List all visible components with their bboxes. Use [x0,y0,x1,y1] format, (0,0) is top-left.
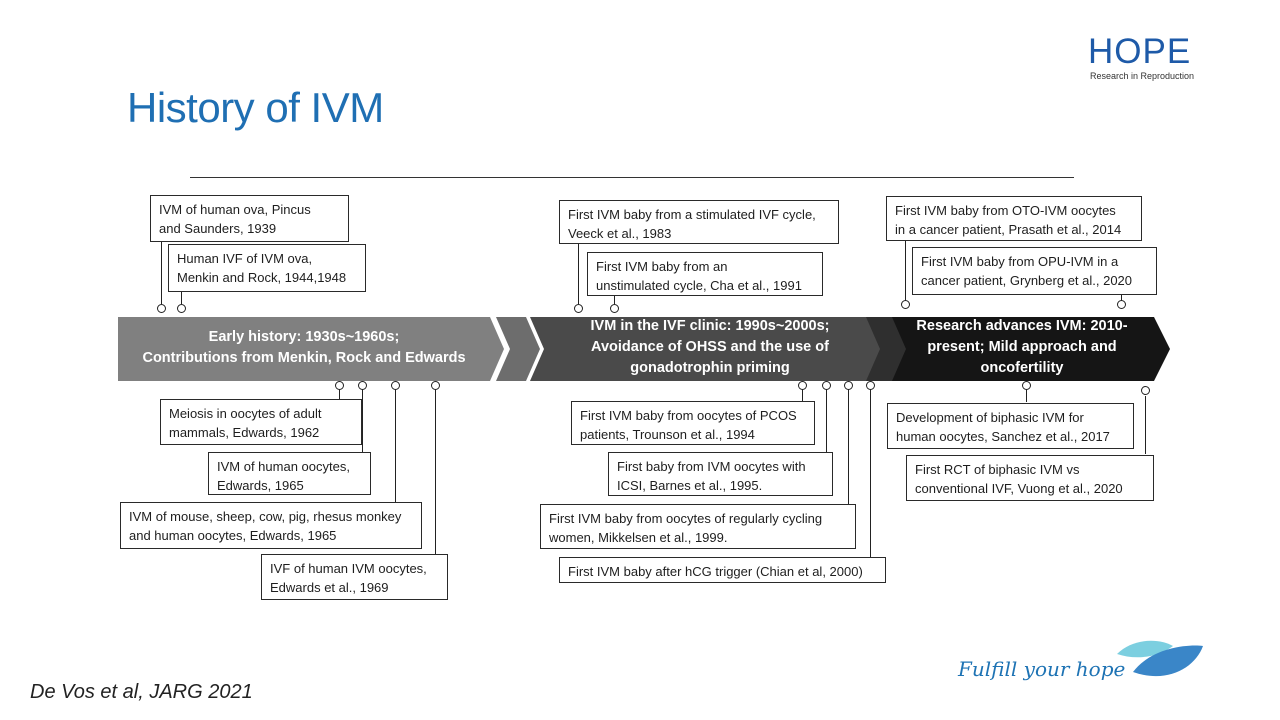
connector-line [395,389,396,502]
event-box-edwards-1962: Meiosis in oocytes of adult mammals, Edw… [160,399,362,445]
event-marker [1141,386,1150,395]
connector-line [826,389,827,452]
connector-line [1121,295,1122,304]
stage-chevron-clinic [530,317,890,381]
connector-line [614,296,615,304]
timeline-stage-banner [118,317,1170,381]
hope-logo: HOPE Research in Reproduction [1088,33,1203,83]
connector-line [1145,396,1146,454]
slide-title: History of IVM [127,84,384,131]
slogan-text: Fulfill your hope [958,657,1126,681]
event-marker [901,300,910,309]
event-box-trounson-1994: First IVM baby from oocytes of PCOS pati… [571,401,815,445]
event-marker [1117,300,1126,309]
stage-chevron-research [892,317,1170,381]
event-box-cha-1991: First IVM baby from an unstimulated cycl… [587,252,823,296]
event-marker [335,381,344,390]
logo-wordmark: HOPE [1088,32,1192,71]
leaf-dark-icon [1133,645,1203,677]
connector-line [802,389,803,401]
event-box-prasath-2014: First IVM baby from OTO-IVM oocytes in a… [886,196,1142,241]
event-marker [358,381,367,390]
stage-label-early: Early history: 1930s~1960s; Contribution… [142,329,466,366]
event-marker [866,381,875,390]
event-box-edwards-1965-human: IVM of human oocytes, Edwards, 1965 [208,452,371,495]
event-marker [177,304,186,313]
connector-line [339,389,340,399]
citation-text: De Vos et al, JARG 2021 [30,681,253,703]
event-marker [157,304,166,313]
event-marker [391,381,400,390]
connector-line [905,241,906,304]
top-divider-line [190,177,1074,178]
event-box-pincus-1939: IVM of human ova, Pincus and Saunders, 1… [150,195,349,242]
event-box-edwards-1965-species: IVM of mouse, sheep, cow, pig, rhesus mo… [120,502,422,549]
event-box-veeck-1983: First IVM baby from a stimulated IVF cyc… [559,200,839,244]
stage-chevron-early [118,317,504,381]
stage-label-clinic: IVM in the IVF clinic: 1990s~2000s; Avoi… [590,318,830,376]
event-marker [574,304,583,313]
event-box-sanchez-2017: Development of biphasic IVM for human oo… [887,403,1134,449]
connector-line [848,389,849,504]
event-box-mikkelsen-1999: First IVM baby from oocytes of regularly… [540,504,856,549]
stage-label-research: Research advances IVM: 2010- present; Mi… [916,318,1128,376]
event-box-edwards-1969: IVF of human IVM oocytes, Edwards et al.… [261,554,448,600]
connector-line [362,389,363,452]
event-box-grynberg-2020: First IVM baby from OPU-IVM in a cancer … [912,247,1157,295]
connector-line [161,242,162,304]
connector-line [870,389,871,557]
event-marker [431,381,440,390]
stage-chevron-small-1 [496,317,540,381]
connector-line [1026,389,1027,402]
event-marker [798,381,807,390]
connector-line [181,292,182,304]
event-marker [844,381,853,390]
connector-line [435,389,436,554]
event-marker [610,304,619,313]
logo-subtitle: Research in Reproduction [1090,71,1195,81]
event-box-chian-2000: First IVM baby after hCG trigger (Chian … [559,557,886,583]
event-box-menkin-rock-1944: Human IVF of IVM ova, Menkin and Rock, 1… [168,244,366,292]
connector-line [578,244,579,304]
event-box-vuong-2020: First RCT of biphasic IVM vs conventiona… [906,455,1154,501]
event-marker [822,381,831,390]
leaf-logo-icon [1117,640,1203,677]
event-box-barnes-1995: First baby from IVM oocytes with ICSI, B… [608,452,833,496]
event-marker [1022,381,1031,390]
